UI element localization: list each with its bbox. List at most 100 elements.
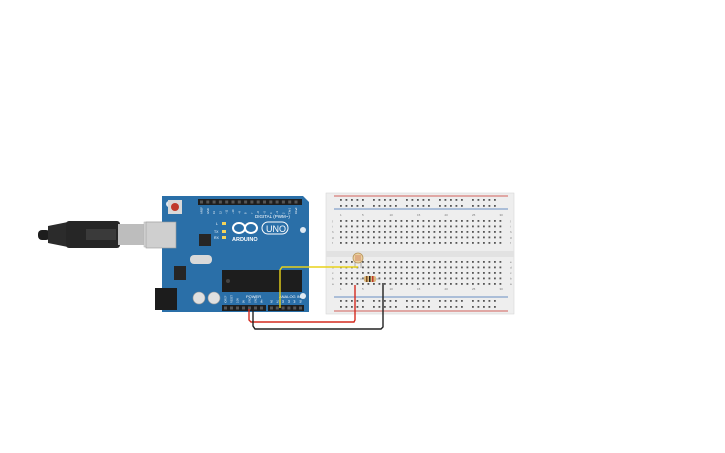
digital-pin-hole[interactable] xyxy=(294,200,298,204)
digital-pin-hole[interactable] xyxy=(206,200,210,204)
terminal-hole[interactable] xyxy=(395,277,397,280)
terminal-hole[interactable] xyxy=(494,261,496,263)
terminal-hole[interactable] xyxy=(384,231,386,233)
terminal-hole[interactable] xyxy=(362,283,364,285)
terminal-hole[interactable] xyxy=(367,272,370,274)
terminal-hole[interactable] xyxy=(450,272,452,274)
terminal-hole[interactable] xyxy=(389,231,392,233)
terminal-hole[interactable] xyxy=(483,220,485,222)
terminal-hole[interactable] xyxy=(450,266,452,269)
terminal-hole[interactable] xyxy=(356,225,359,228)
terminal-hole[interactable] xyxy=(356,242,359,244)
terminal-hole[interactable] xyxy=(395,261,397,263)
power-pin-hole[interactable] xyxy=(230,306,233,310)
terminal-hole[interactable] xyxy=(455,231,458,233)
terminal-hole[interactable] xyxy=(351,225,353,228)
terminal-hole[interactable] xyxy=(450,242,452,244)
terminal-hole[interactable] xyxy=(362,266,364,269)
rail-hole[interactable] xyxy=(472,300,474,302)
terminal-hole[interactable] xyxy=(472,242,474,244)
terminal-hole[interactable] xyxy=(488,220,491,222)
power-pin-hole[interactable] xyxy=(248,306,251,310)
rail-hole[interactable] xyxy=(472,205,474,207)
terminal-hole[interactable] xyxy=(483,277,485,280)
rail-hole[interactable] xyxy=(461,306,463,308)
terminal-hole[interactable] xyxy=(411,220,414,222)
terminal-hole[interactable] xyxy=(340,220,342,222)
terminal-hole[interactable] xyxy=(461,242,463,244)
terminal-hole[interactable] xyxy=(362,220,364,222)
terminal-hole[interactable] xyxy=(472,261,474,263)
terminal-hole[interactable] xyxy=(367,220,370,222)
terminal-hole[interactable] xyxy=(488,277,491,280)
rail-hole[interactable] xyxy=(389,300,392,302)
terminal-hole[interactable] xyxy=(483,261,485,263)
terminal-hole[interactable] xyxy=(367,236,370,239)
terminal-hole[interactable] xyxy=(433,225,436,228)
terminal-hole[interactable] xyxy=(422,261,425,263)
terminal-hole[interactable] xyxy=(340,236,342,239)
terminal-hole[interactable] xyxy=(406,236,408,239)
terminal-hole[interactable] xyxy=(422,242,425,244)
terminal-hole[interactable] xyxy=(356,283,359,285)
rail-hole[interactable] xyxy=(461,205,463,207)
rail-hole[interactable] xyxy=(417,199,419,201)
rail-hole[interactable] xyxy=(483,205,485,207)
rail-hole[interactable] xyxy=(395,300,397,302)
terminal-hole[interactable] xyxy=(362,272,364,274)
rail-hole[interactable] xyxy=(373,199,375,201)
rail-hole[interactable] xyxy=(362,300,364,302)
rail-hole[interactable] xyxy=(406,306,408,308)
terminal-hole[interactable] xyxy=(494,266,496,269)
terminal-hole[interactable] xyxy=(345,220,348,222)
digital-pin-hole[interactable] xyxy=(244,200,248,204)
terminal-hole[interactable] xyxy=(444,283,447,285)
rail-hole[interactable] xyxy=(378,199,381,201)
terminal-hole[interactable] xyxy=(389,261,392,263)
terminal-hole[interactable] xyxy=(433,266,436,269)
terminal-hole[interactable] xyxy=(455,261,458,263)
digital-pin-hole[interactable] xyxy=(288,200,292,204)
terminal-hole[interactable] xyxy=(433,283,436,285)
terminal-hole[interactable] xyxy=(378,220,381,222)
terminal-hole[interactable] xyxy=(340,261,342,263)
terminal-hole[interactable] xyxy=(477,236,480,239)
rail-hole[interactable] xyxy=(450,300,452,302)
terminal-hole[interactable] xyxy=(406,283,408,285)
terminal-hole[interactable] xyxy=(351,272,353,274)
terminal-hole[interactable] xyxy=(373,231,375,233)
terminal-hole[interactable] xyxy=(488,283,491,285)
rail-hole[interactable] xyxy=(389,306,392,308)
terminal-hole[interactable] xyxy=(455,225,458,228)
terminal-hole[interactable] xyxy=(444,272,447,274)
rail-hole[interactable] xyxy=(422,306,425,308)
terminal-hole[interactable] xyxy=(494,277,496,280)
rail-hole[interactable] xyxy=(384,306,386,308)
terminal-hole[interactable] xyxy=(494,231,496,233)
terminal-hole[interactable] xyxy=(378,236,381,239)
terminal-hole[interactable] xyxy=(466,272,469,274)
terminal-hole[interactable] xyxy=(351,277,353,280)
terminal-hole[interactable] xyxy=(378,231,381,233)
terminal-hole[interactable] xyxy=(466,283,469,285)
terminal-hole[interactable] xyxy=(367,261,370,263)
terminal-hole[interactable] xyxy=(472,220,474,222)
terminal-hole[interactable] xyxy=(499,261,502,263)
terminal-hole[interactable] xyxy=(345,242,348,244)
terminal-hole[interactable] xyxy=(450,231,452,233)
rail-hole[interactable] xyxy=(378,205,381,207)
terminal-hole[interactable] xyxy=(345,261,348,263)
terminal-hole[interactable] xyxy=(466,277,469,280)
terminal-hole[interactable] xyxy=(384,220,386,222)
terminal-hole[interactable] xyxy=(411,266,414,269)
terminal-hole[interactable] xyxy=(472,272,474,274)
terminal-hole[interactable] xyxy=(422,272,425,274)
terminal-hole[interactable] xyxy=(417,272,419,274)
digital-pin-hole[interactable] xyxy=(218,200,222,204)
digital-pin-hole[interactable] xyxy=(231,200,235,204)
terminal-hole[interactable] xyxy=(389,283,392,285)
rail-hole[interactable] xyxy=(483,300,485,302)
rail-hole[interactable] xyxy=(373,300,375,302)
